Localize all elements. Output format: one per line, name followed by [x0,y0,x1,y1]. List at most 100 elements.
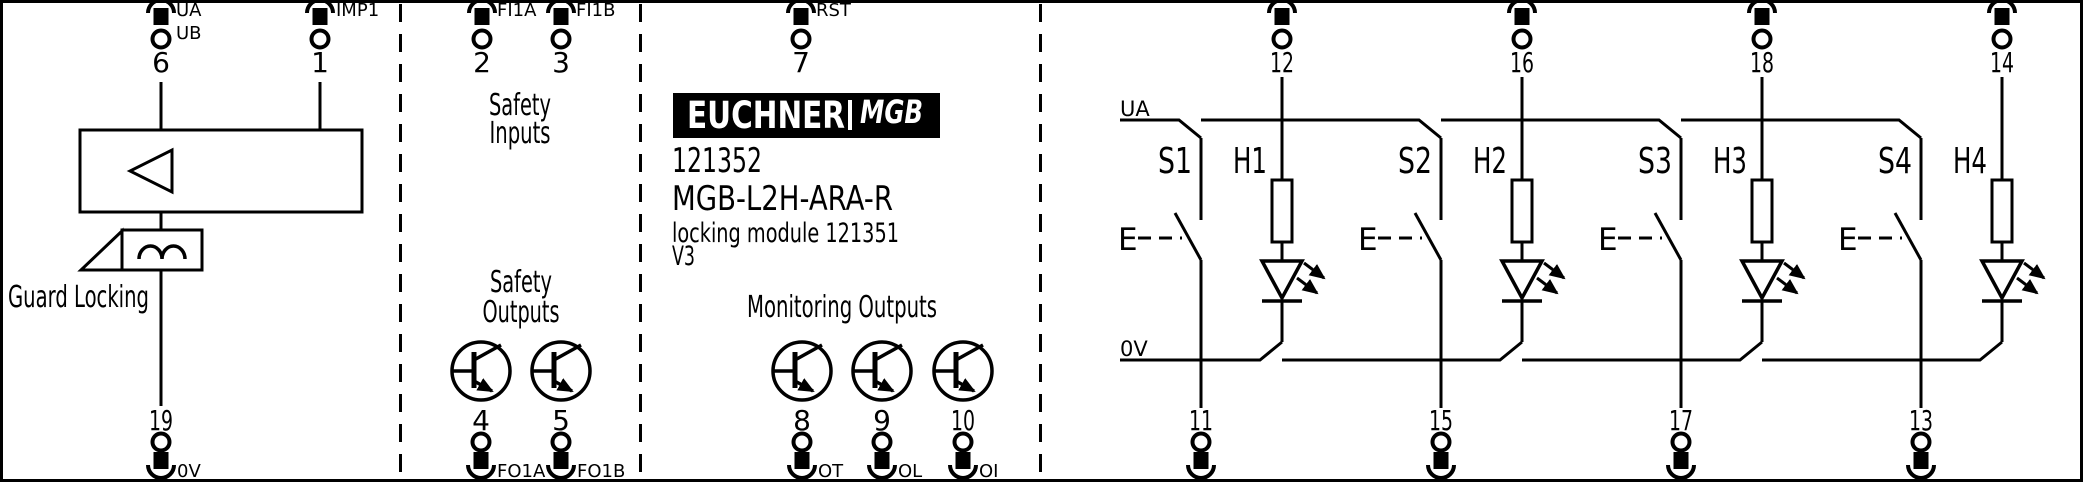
resistor-icon [1750,178,1774,244]
logo-background [673,93,940,138]
switch-blade [1893,212,1923,261]
cable-arc-icon [948,464,978,480]
zerov-rail-label: 0V [1120,337,1148,361]
terminal-top-3: 3 FI1B [546,0,615,79]
euchner-logo: EUCHNER MGB [673,93,940,138]
led-icon [1979,259,2046,303]
safety-outputs-label-line1: Safety [490,265,552,300]
channel-4: 14 S4 H4 E 13 [1838,0,2046,480]
brand-name: EUCHNER [687,94,845,137]
terminal-bottom-11: 11 [1186,404,1216,480]
terminal-label: FO1B [577,461,625,482]
logo-divider [848,100,852,130]
pin-circle-icon [150,431,172,453]
terminal-top-12: 12 [1267,0,1297,79]
switch-blade [1173,212,1203,261]
terminal-top-16: 16 [1507,0,1537,79]
terminal-bottom-17: 17 [1666,404,1696,480]
terminal-bottom-8: 8 OT [787,404,844,482]
terminal-label: IMP1 [336,0,379,21]
pin-circle-icon [550,431,572,453]
channel-3: 18 S3 H3 E 17 [1598,0,1806,480]
pin-circle-icon [1511,28,1533,50]
cable-arc-icon [466,464,496,480]
led-icon [1499,259,1566,303]
pin-square-icon [473,452,489,469]
lamp-label: H1 [1233,141,1267,182]
cable-arc-icon [546,464,576,480]
pin-circle-icon [1190,431,1212,453]
terminal-bottom-9: 9 OL [867,404,922,482]
switch-label: S1 [1158,141,1192,182]
cable-arc-icon [1186,464,1216,480]
terminal-top-14: 14 [1987,0,2017,79]
pin-circle-icon [309,28,331,50]
input-wires [159,82,322,130]
pin-circle-icon [871,431,893,453]
safety-io-section: 2 FI1A 3 FI1B Safety Inputs Safety Outpu… [450,0,625,482]
cable-arc-icon [1267,0,1297,14]
device-section: 7 RST EUCHNER MGB 121352 MGB-L2H-ARA-R l… [672,0,998,482]
svg-text:12: 12 [1270,46,1294,79]
led-icon [1259,259,1326,303]
cable-arc-icon [146,0,176,14]
terminal-label: OT [818,461,844,482]
channel-1: 12 S1 H1 E 11 [1118,0,1326,480]
terminal-bottom-15: 15 [1426,404,1456,480]
ua-rail [1120,118,1922,140]
switch-label: S4 [1878,141,1912,182]
actuation-label: E [1598,222,1618,258]
pin-circle-icon [150,28,172,50]
cable-arc-icon [546,0,576,14]
pin-circle-icon [1670,431,1692,453]
switch-label: S2 [1398,141,1432,182]
terminal-label: OL [898,461,922,482]
transistor-output-icon [530,340,592,402]
pin-square-icon [794,452,810,469]
pin-square-icon [793,8,809,25]
pin-square-icon [474,8,490,25]
solenoid-coil-icon [137,244,187,260]
safety-inputs-label-line2: Inputs [490,116,551,151]
module-note: locking module 121351 [672,218,899,249]
pin-circle-icon [1430,431,1452,453]
pin-square-icon [1193,452,1209,469]
cable-arc-icon [1507,0,1537,14]
pin-circle-icon [1991,28,2013,50]
version-label: V3 [672,241,695,272]
svg-text:6: 6 [152,46,170,79]
pin-square-icon [1673,452,1689,469]
actuation-label: E [1358,222,1378,258]
svg-text:4: 4 [472,404,490,437]
terminal-top-1: 1 IMP1 [305,0,379,79]
pin-square-icon [153,452,169,469]
model-number: MGB-L2H-ARA-R [672,179,893,219]
guard-locking-label: Guard Locking [8,280,149,315]
transistor-output-icon [851,340,913,402]
resistor-icon [1990,178,2014,244]
cable-arc-icon [467,0,497,14]
svg-text:8: 8 [793,404,811,437]
cable-arc-icon [867,464,897,480]
pin-square-icon [1994,8,2010,25]
svg-text:14: 14 [1990,46,2014,79]
pin-circle-icon [790,28,812,50]
pin-circle-icon [952,431,974,453]
pin-square-icon [553,452,569,469]
pin-circle-icon [550,28,572,50]
resistor-icon [1270,178,1294,244]
pin-square-icon [553,8,569,25]
svg-text:3: 3 [552,46,570,79]
ua-rail-label: UA [1120,97,1150,121]
transistor-output-icon [450,340,512,402]
pin-circle-icon [1751,28,1773,50]
pin-circle-icon [1910,431,1932,453]
transistor-output-icon [771,340,833,402]
cable-arc-icon [786,0,816,14]
lock-wedge-icon [77,227,124,272]
cable-arc-icon [1747,0,1777,14]
pin-circle-icon [471,28,493,50]
